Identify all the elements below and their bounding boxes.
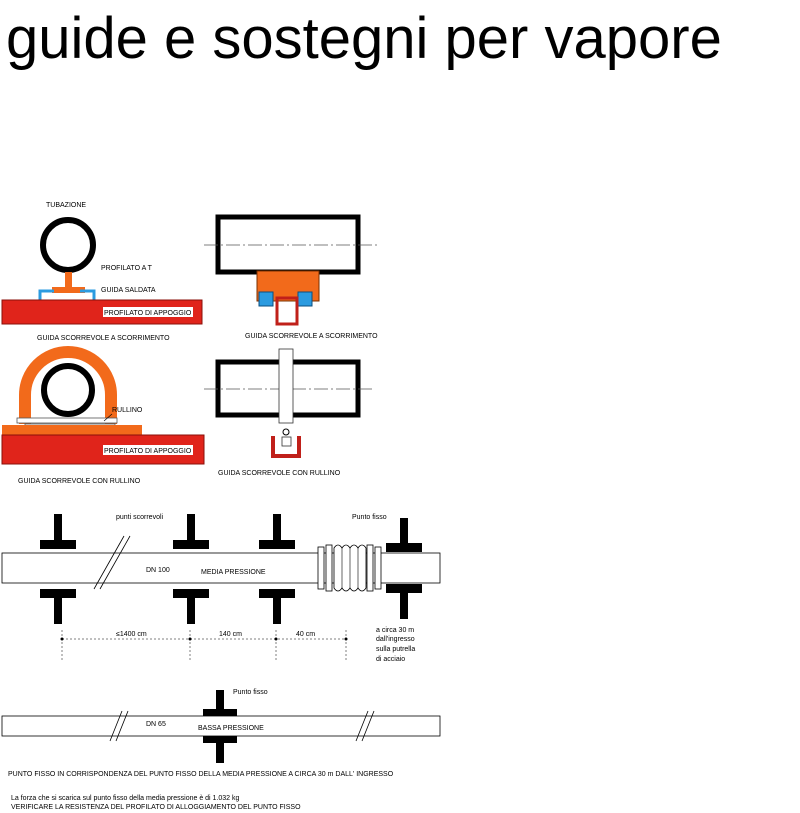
pipe-dn100 bbox=[1, 552, 441, 584]
label-dim-1400: ≤1400 cm bbox=[116, 631, 147, 638]
caption-guida-scorrimento-2: GUIDA SCORREVOLE A SCORRIMENTO bbox=[245, 333, 378, 340]
sliding-support-bottom-1 bbox=[40, 589, 76, 598]
label-media-pressione: MEDIA PRESSIONE bbox=[201, 569, 266, 576]
guide-block-right bbox=[297, 291, 313, 307]
sliding-support-bottom-2 bbox=[173, 589, 209, 598]
low-pressure-line: Punto fisso DN 65 BASSA PRESSIONE bbox=[1, 689, 441, 763]
t-profile-stem bbox=[65, 272, 72, 290]
fixed-point-lp-top bbox=[216, 690, 224, 712]
t-profile-flange bbox=[52, 287, 85, 293]
roller-saddle bbox=[19, 346, 117, 424]
caption-guida-rullino: GUIDA SCORREVOLE CON RULLINO bbox=[18, 478, 141, 485]
page-title: guide e sostegni per vapore bbox=[6, 6, 722, 71]
roller-wheel bbox=[282, 428, 290, 436]
sliding-support-bottom-3 bbox=[259, 589, 295, 598]
roller-guide-detail: RULLINO PROFILATO DI APPOGGIO GUIDA SCOR… bbox=[1, 346, 205, 485]
label-bassa-pressione: BASSA PRESSIONE bbox=[198, 725, 264, 732]
sliding-support-top-3 bbox=[259, 540, 295, 549]
label-punto-fisso: Punto fisso bbox=[352, 514, 387, 521]
footer-main-note: PUNTO FISSO IN CORRISPONDENZA DEL PUNTO … bbox=[8, 771, 394, 778]
sliding-guide-side-view: GUIDA SCORREVOLE A SCORRIMENTO bbox=[204, 214, 380, 340]
label-profilato-appoggio-2: PROFILATO DI APPOGGIO bbox=[104, 448, 192, 455]
dimension-lines bbox=[60, 630, 348, 660]
pipe-side-box bbox=[215, 214, 361, 275]
sliding-support-top-1 bbox=[40, 540, 76, 549]
label-dn65: DN 65 bbox=[146, 721, 166, 728]
sliding-support-top-2 bbox=[173, 540, 209, 549]
expansion-joint bbox=[317, 544, 382, 592]
label-profilato-t: PROFILATO A T bbox=[101, 265, 153, 272]
label-tubazione: TUBAZIONE bbox=[46, 202, 86, 209]
label-dim-140: 140 cm bbox=[219, 631, 242, 638]
fixed-point-top bbox=[400, 518, 408, 546]
t-profile-section bbox=[275, 296, 299, 326]
label-punto-fisso-lp: Punto fisso bbox=[233, 689, 268, 696]
roller-hanger bbox=[278, 348, 294, 424]
label-dim-40: 40 cm bbox=[296, 631, 315, 638]
guide-block-left bbox=[258, 291, 274, 307]
label-guida-saldata: GUIDA SALDATA bbox=[101, 287, 156, 294]
label-dn100: DN 100 bbox=[146, 567, 170, 574]
label-rullino: RULLINO bbox=[112, 407, 143, 414]
pipe-section bbox=[40, 217, 96, 273]
medium-pressure-line: punti scorrevoli Punto fisso DN 100 MEDI… bbox=[1, 514, 441, 663]
fixed-point-lp-bottom bbox=[203, 736, 237, 743]
footer-force-note: La forza che si scarica sul punto fisso … bbox=[11, 795, 240, 802]
pipe-section-2 bbox=[41, 363, 95, 417]
note-fixed-point: a circa 30 m dall'ingresso sulla putrell… bbox=[376, 627, 417, 663]
roller-guide-side-view: GUIDA SCORREVOLE CON RULLINO bbox=[204, 348, 372, 477]
caption-guida-rullino-2: GUIDA SCORREVOLE CON RULLINO bbox=[218, 470, 341, 477]
caption-guida-scorrimento: GUIDA SCORREVOLE A SCORRIMENTO bbox=[37, 335, 170, 342]
sliding-guide-detail: TUBAZIONE PROFILATO A T GUIDA SALDATA PR… bbox=[1, 202, 203, 342]
footer-verify-note: VERIFICARE LA RESISTENZA DEL PROFILATO D… bbox=[11, 804, 301, 811]
roller-channel bbox=[271, 436, 301, 458]
fixed-point-bottom bbox=[386, 584, 422, 593]
label-profilato-appoggio: PROFILATO DI APPOGGIO bbox=[104, 310, 192, 317]
label-punti-scorrevoli: punti scorrevoli bbox=[116, 514, 164, 521]
roller bbox=[16, 417, 118, 424]
